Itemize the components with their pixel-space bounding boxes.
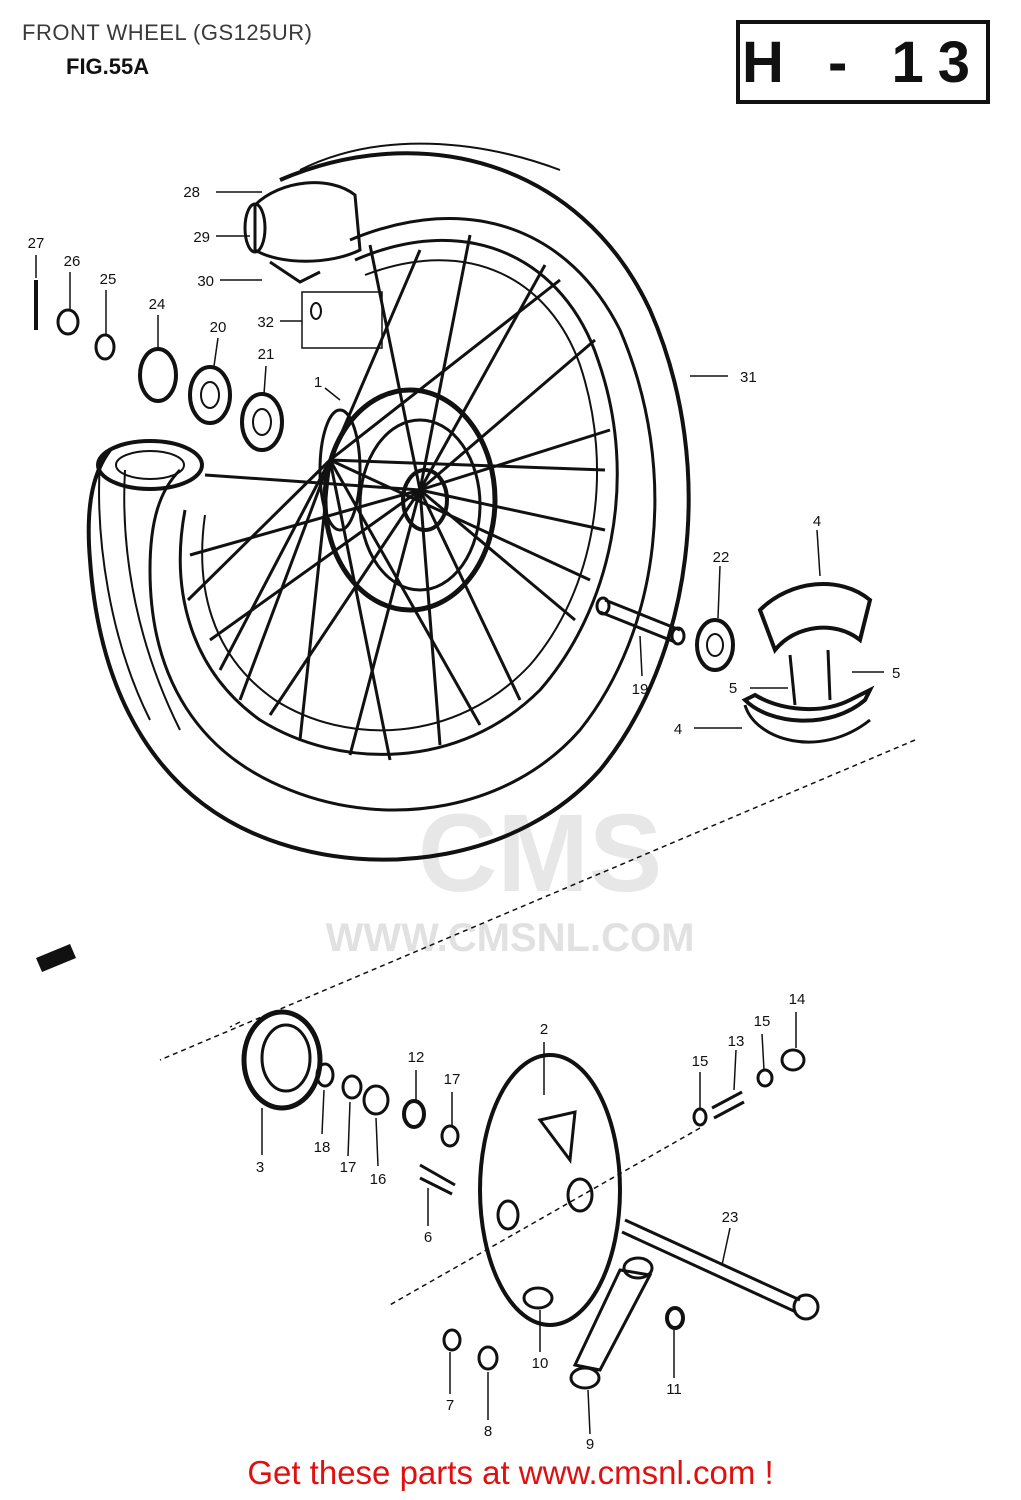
tire-drawing <box>86 142 691 862</box>
part-label-9: 9 <box>586 1436 594 1450</box>
part-label-21: 21 <box>258 346 275 363</box>
bearing-22 <box>695 618 735 672</box>
part-label-4-upper: 4 <box>813 513 821 530</box>
part-label-16: 16 <box>370 1171 387 1188</box>
part-label-2: 2 <box>540 1021 548 1038</box>
part-label-7: 7 <box>446 1397 454 1414</box>
footer-banner-link[interactable]: Get these parts at www.cmsnl.com ! <box>247 1454 774 1491</box>
part-label-27: 27 <box>28 235 45 252</box>
page-code-text: H - 13 <box>742 29 984 95</box>
part-label-32: 32 <box>257 314 274 331</box>
part-label-13: 13 <box>728 1033 745 1050</box>
leader-lines <box>35 191 884 1435</box>
brake-panel-2 <box>478 1053 622 1327</box>
part-label-5-right: 5 <box>892 665 900 682</box>
part-label-4-lower: 4 <box>674 721 682 738</box>
part-label-31: 31 <box>740 369 757 386</box>
part-label-8: 8 <box>484 1423 492 1440</box>
part-label-24: 24 <box>149 296 166 313</box>
page-title: FRONT WHEEL (GS125UR) <box>22 20 313 45</box>
oil-seal-3 <box>241 1009 323 1111</box>
small-washers-lower <box>315 1062 460 1196</box>
left-small-parts <box>34 280 322 452</box>
part-label-19: 19 <box>632 681 649 698</box>
part-label-12: 12 <box>408 1049 425 1066</box>
part-label-22: 22 <box>713 549 730 566</box>
part-label-20: 20 <box>210 319 227 336</box>
guide-lines <box>159 739 916 1307</box>
part-label-3: 3 <box>256 1159 264 1176</box>
part-label-28: 28 <box>183 184 200 201</box>
part-label-15-left: 15 <box>692 1053 709 1070</box>
figure-label: FIG.55A <box>66 54 150 79</box>
lower-fasteners <box>442 1286 685 1371</box>
part-label-26: 26 <box>64 253 81 270</box>
rim-drawing <box>178 238 619 756</box>
part-label-11: 11 <box>666 1381 682 1398</box>
page-code-box: H - 13 <box>736 20 990 104</box>
cam-lever-9 <box>569 1256 654 1390</box>
exploded-parts-diagram: 28 29 30 32 31 27 26 25 24 20 21 1 4 22 … <box>28 142 916 1450</box>
part-label-23: 23 <box>722 1209 739 1226</box>
spokes-drawing <box>186 234 611 761</box>
part-label-6: 6 <box>424 1229 432 1246</box>
direction-arrow-icon <box>36 944 76 972</box>
tube-section <box>243 181 362 284</box>
part-labels: 28 29 30 32 31 27 26 25 24 20 21 1 4 22 … <box>28 184 901 1450</box>
adjuster-parts <box>692 1048 806 1127</box>
watermark-logo-text: CMS <box>417 792 663 915</box>
watermark-url: WWW.CMSNL.COM <box>325 916 695 960</box>
part-label-14: 14 <box>789 991 806 1008</box>
axle-spacer-19 <box>595 596 686 646</box>
part-label-5-left: 5 <box>729 680 737 697</box>
part-label-10: 10 <box>532 1355 549 1372</box>
part-label-17-left: 17 <box>340 1159 357 1176</box>
hub-drawing <box>318 387 498 613</box>
part-label-30: 30 <box>197 273 214 290</box>
brake-shoes <box>741 582 875 744</box>
part-label-15-right: 15 <box>754 1013 771 1030</box>
axle-23 <box>621 1218 820 1321</box>
part-label-29: 29 <box>193 229 210 246</box>
part-label-25: 25 <box>100 271 117 288</box>
part-label-17-right: 17 <box>444 1071 461 1088</box>
part-label-18: 18 <box>314 1139 331 1156</box>
part-label-1: 1 <box>314 374 322 391</box>
